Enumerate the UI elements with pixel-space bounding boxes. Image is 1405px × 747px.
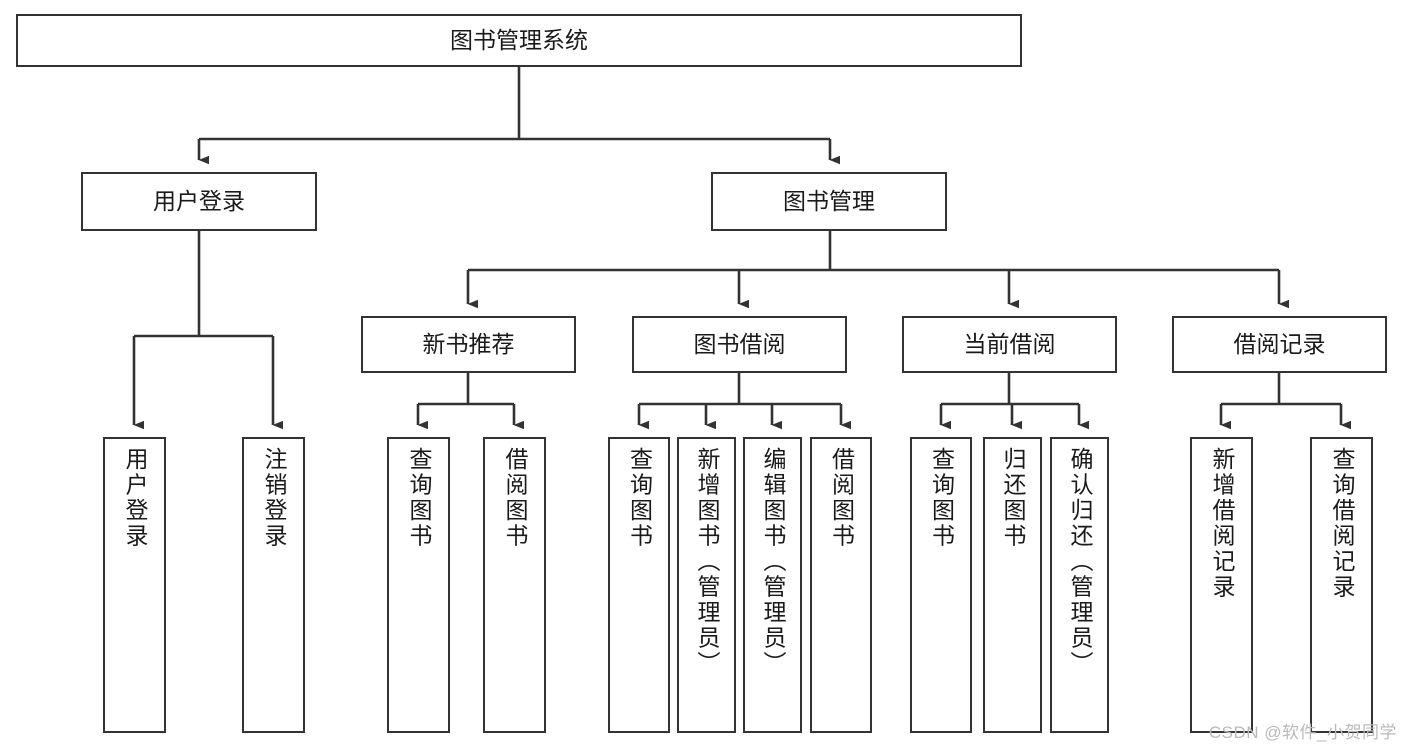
node-leaf-add-book[interactable]: 新增图书（管理员） xyxy=(677,437,736,733)
borrow-record-to-leaves-connectors xyxy=(1219,373,1351,430)
new-book-rec-to-leaves-connectors xyxy=(416,373,524,430)
node-leaf-query-record[interactable]: 查询借阅记录 xyxy=(1310,437,1373,733)
node-book-manage[interactable]: 图书管理 xyxy=(711,172,947,231)
node-leaf-user-login[interactable]: 用户登录 xyxy=(103,437,166,733)
node-leaf-borrow-book-2[interactable]: 借阅图书 xyxy=(810,437,872,733)
user-login-to-leaves-connectors xyxy=(132,231,283,430)
node-root-label: 图书管理系统 xyxy=(450,26,588,53)
book-manage-to-level2-connectors xyxy=(466,231,1289,309)
node-book-manage-label: 图书管理 xyxy=(783,187,875,214)
node-leaf-return-book[interactable]: 归还图书 xyxy=(983,437,1042,733)
node-leaf-add-record[interactable]: 新增借阅记录 xyxy=(1190,437,1253,733)
node-leaf-borrow-book-2-label: 借阅图书 xyxy=(828,447,855,549)
current-borrow-to-leaves-connectors xyxy=(939,373,1089,430)
node-leaf-user-logout-label: 注销登录 xyxy=(261,447,287,549)
node-current-borrow[interactable]: 当前借阅 xyxy=(902,316,1117,373)
node-user-login[interactable]: 用户登录 xyxy=(81,172,317,231)
node-book-borrow-label: 图书借阅 xyxy=(693,330,786,357)
node-new-book-rec-label: 新书推荐 xyxy=(422,330,515,357)
node-borrow-record[interactable]: 借阅记录 xyxy=(1172,316,1387,373)
node-borrow-record-label: 借阅记录 xyxy=(1233,330,1326,357)
node-leaf-edit-book-label: 编辑图书（管理员） xyxy=(760,447,786,677)
node-leaf-add-record-label: 新增借阅记录 xyxy=(1209,447,1235,600)
node-leaf-query-record-label: 查询借阅记录 xyxy=(1329,447,1355,600)
node-leaf-confirm-return-label: 确认归还（管理员） xyxy=(1067,447,1093,677)
node-leaf-query-book-1-label: 查询图书 xyxy=(406,447,432,549)
node-leaf-query-book-2[interactable]: 查询图书 xyxy=(608,437,670,733)
node-leaf-query-book-3-label: 查询图书 xyxy=(928,447,955,549)
book-borrow-to-leaves-connectors xyxy=(637,373,851,430)
node-book-borrow[interactable]: 图书借阅 xyxy=(632,316,847,373)
node-leaf-borrow-book-1-label: 借阅图书 xyxy=(502,447,528,549)
node-leaf-query-book-2-label: 查询图书 xyxy=(626,447,653,549)
root-to-level1-connectors xyxy=(197,67,840,165)
node-leaf-edit-book[interactable]: 编辑图书（管理员） xyxy=(743,437,802,733)
node-root[interactable]: 图书管理系统 xyxy=(16,14,1022,67)
node-current-borrow-label: 当前借阅 xyxy=(963,330,1056,357)
node-leaf-query-book-3[interactable]: 查询图书 xyxy=(910,437,972,733)
node-leaf-user-login-label: 用户登录 xyxy=(122,447,148,549)
node-leaf-add-book-label: 新增图书（管理员） xyxy=(694,447,720,677)
watermark-text: CSDN @软件_小贺同学 xyxy=(1208,723,1397,742)
node-user-login-label: 用户登录 xyxy=(153,187,245,214)
node-leaf-return-book-label: 归还图书 xyxy=(1000,447,1026,549)
node-leaf-borrow-book-1[interactable]: 借阅图书 xyxy=(483,437,546,733)
node-leaf-confirm-return[interactable]: 确认归还（管理员） xyxy=(1050,437,1109,733)
node-new-book-rec[interactable]: 新书推荐 xyxy=(361,316,576,373)
node-leaf-query-book-1[interactable]: 查询图书 xyxy=(387,437,450,733)
node-leaf-user-logout[interactable]: 注销登录 xyxy=(242,437,305,733)
